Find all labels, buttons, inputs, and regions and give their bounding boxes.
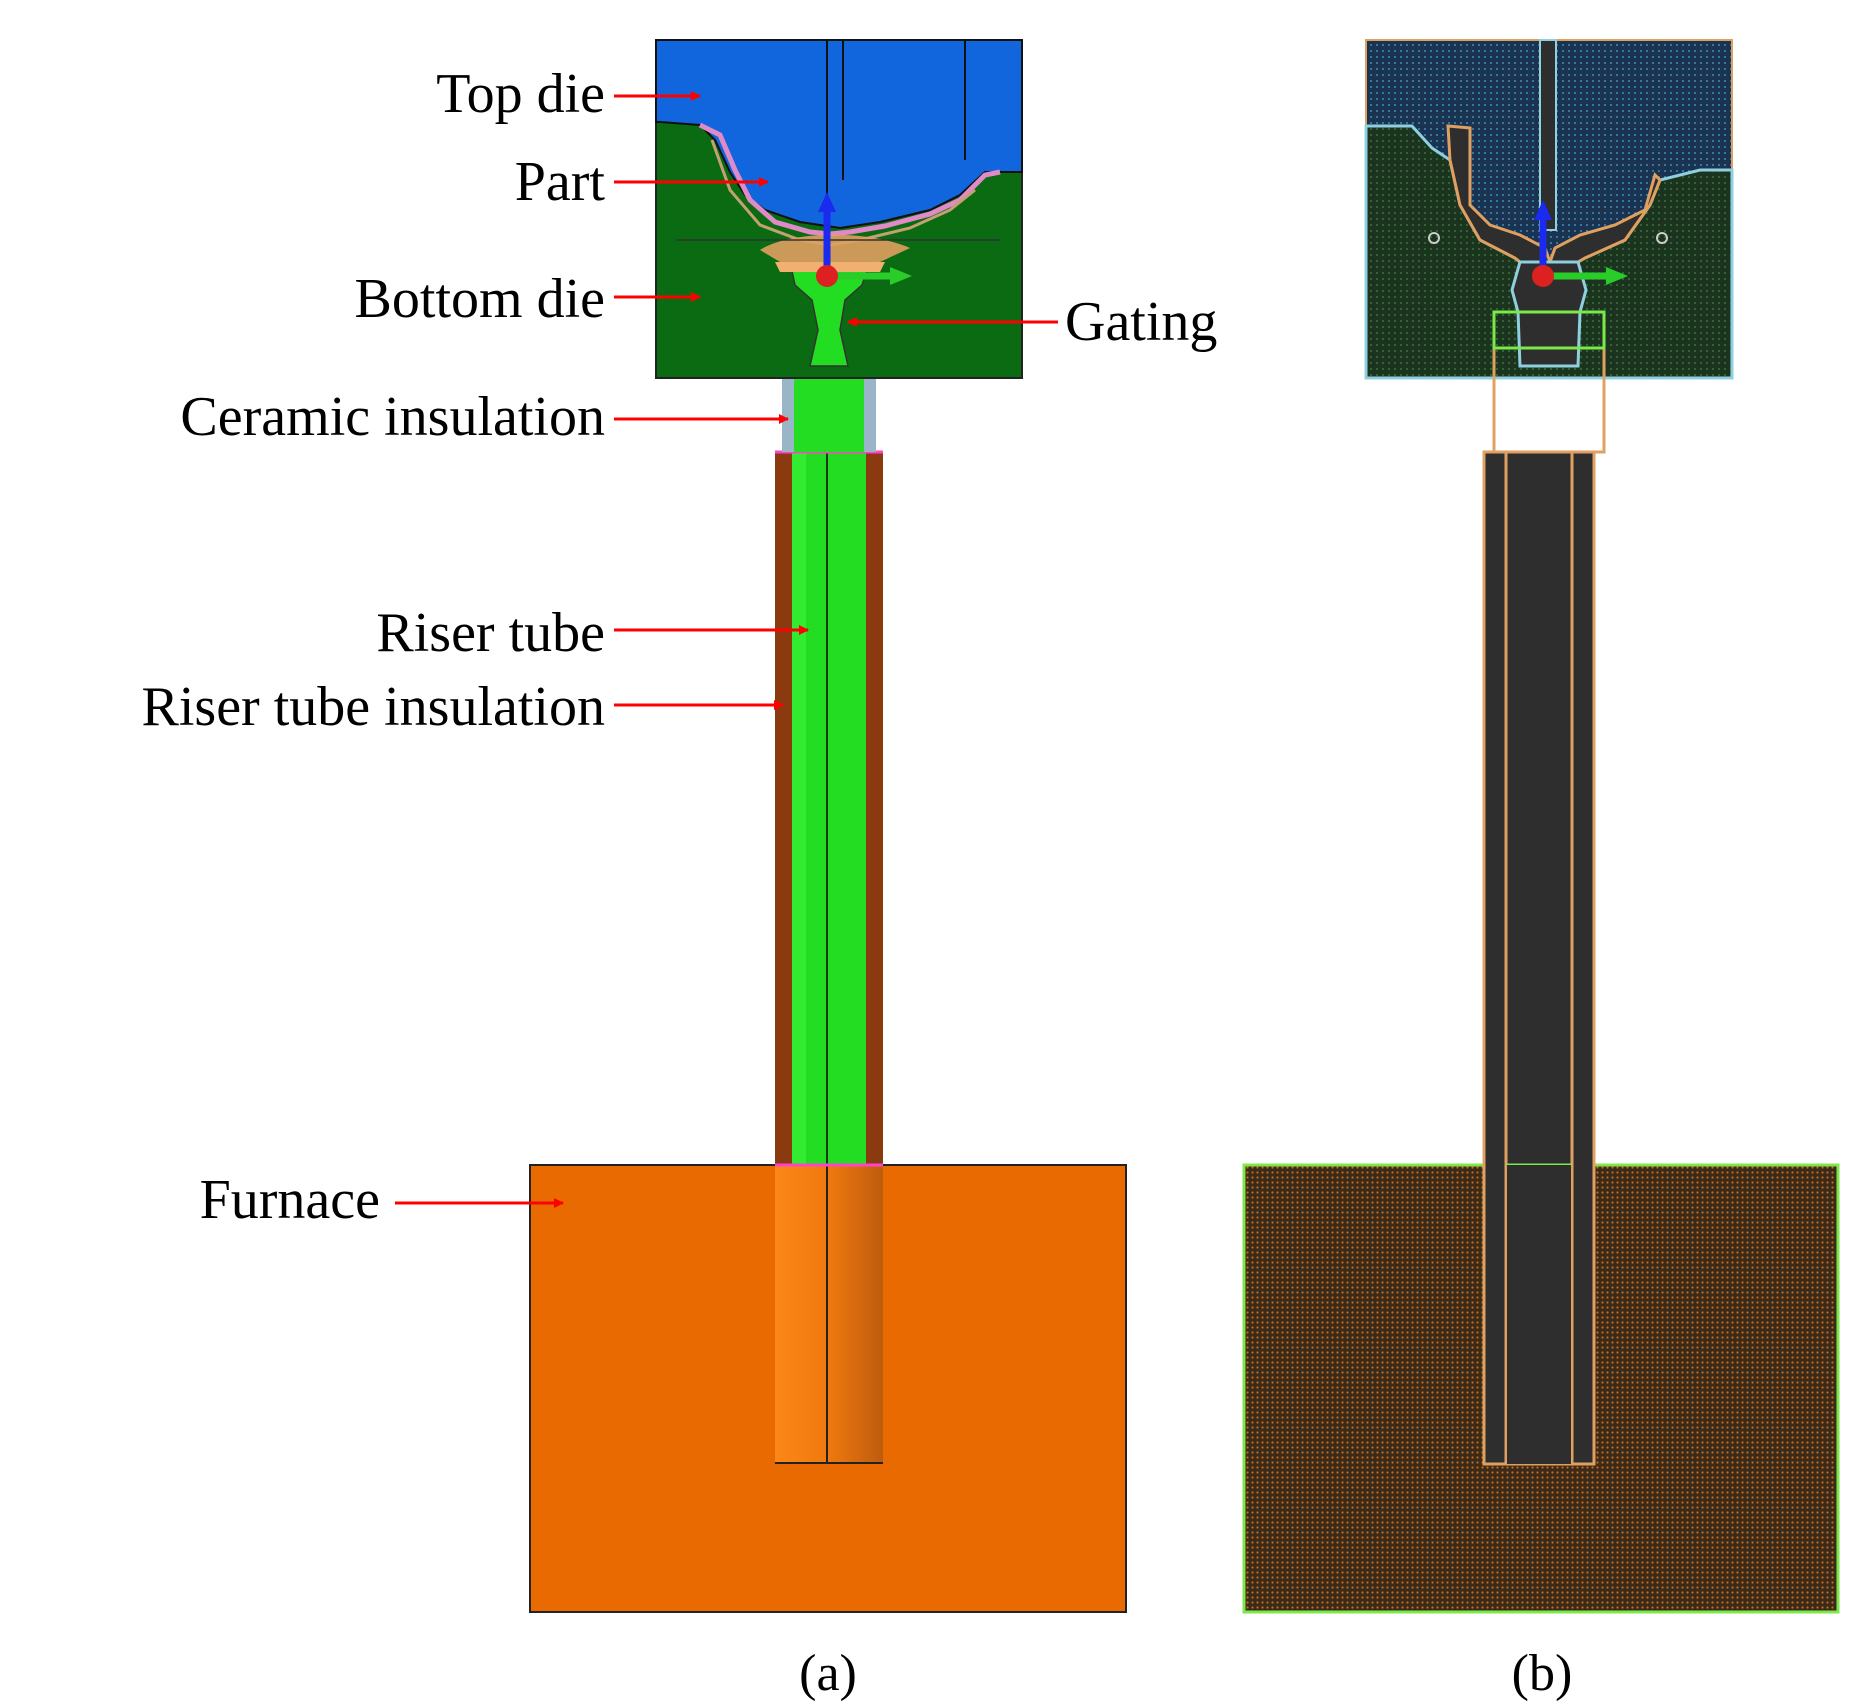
caption-a: (a) bbox=[799, 1645, 857, 1702]
part-mesh bbox=[1446, 124, 1662, 267]
labels-panel-a: Top die Part Bottom die Gating Ceramic i… bbox=[141, 63, 1217, 1702]
gating-mesh bbox=[1510, 260, 1588, 368]
label-bottom-die: Bottom die bbox=[355, 268, 605, 330]
label-gating: Gating bbox=[1065, 291, 1217, 353]
origin-marker bbox=[816, 265, 838, 287]
label-ceramic-insulation: Ceramic insulation bbox=[180, 386, 605, 448]
label-riser-tube-insulation: Riser tube insulation bbox=[141, 676, 605, 738]
caption-b: (b) bbox=[1512, 1645, 1573, 1702]
label-top-die: Top die bbox=[436, 63, 605, 125]
panel-a bbox=[529, 39, 1127, 1613]
label-furnace: Furnace bbox=[200, 1169, 380, 1231]
label-riser-tube: Riser tube bbox=[376, 602, 605, 664]
panel-b: (b) bbox=[1242, 39, 1840, 1702]
label-part: Part bbox=[515, 151, 606, 213]
furnace-tube-section bbox=[775, 1165, 883, 1463]
origin-marker-b bbox=[1532, 265, 1554, 287]
